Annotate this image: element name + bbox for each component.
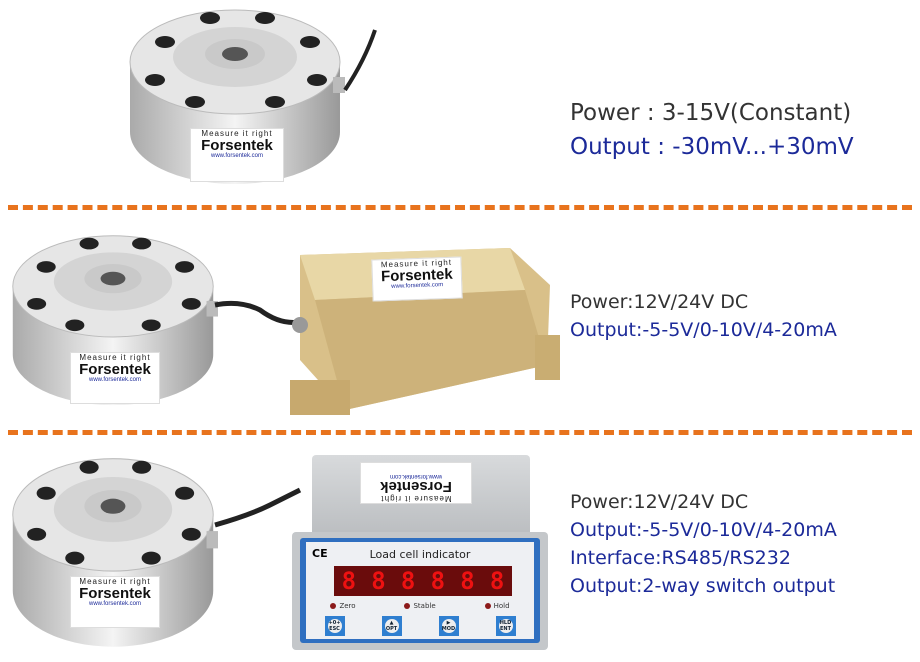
led-stable: Stable [404,602,435,610]
load-cell-2 [8,228,220,408]
output-spec: Output : -30mV...+30mV [570,134,854,160]
power-spec: Power:12V/24V DC [570,291,749,313]
digit: 8 [341,567,357,595]
mod-key[interactable]: ▶MOD [438,616,459,636]
brand-label: Measure it right Forsentek www.forsentek… [190,128,284,182]
digit: 8 [460,567,475,595]
indicator-panel: CE Load cell indicator 8 8 8 8 8 8 Zero … [300,538,540,643]
divider [8,205,912,210]
key-top: ▲ [389,620,394,626]
brand-tagline: Measure it right [79,577,151,586]
brand-tagline: Measure it right [201,129,273,138]
output-spec: Output:-5-5V/0-10V/4-20mA [570,319,837,341]
brand-name: Forsentek [79,361,151,378]
power-spec: Power:12V/24V DC [570,491,749,513]
load-cell-1 [125,2,347,187]
digit: 8 [489,567,505,595]
key-top: HLD [499,620,512,626]
brand-url: www.forsentek.com [88,601,142,607]
spec-block-1: Power : 3-15V(Constant) Output : -30mV..… [570,96,854,164]
key-bottom: ESC [329,626,340,632]
output-spec: Output:-5-5V/0-10V/4-20mA [570,519,837,541]
key-bottom: ENT [499,626,511,632]
brand-tagline: Measure it right [380,494,452,503]
brand-label: Measure it right Forsentek www.forsentek… [70,576,160,628]
esc-key[interactable]: +0+ESC [324,616,345,636]
interface-spec: Interface:RS485/RS232 [570,547,791,569]
led-hold: Hold [485,602,510,610]
key-bottom: OPT [385,626,398,632]
brand-url: www.forsentek.com [88,377,142,383]
brand-tagline: Measure it right [79,353,151,362]
digit: 8 [400,567,416,595]
brand-name: Forsentek [79,585,151,602]
key-bottom: MOD [441,626,456,632]
led-zero: Zero [330,602,355,610]
key-top: ▶ [446,620,451,626]
spec-block-2: Power:12V/24V DC Output:-5-5V/0-10V/4-20… [570,288,837,344]
spec-block-3: Power:12V/24V DC Output:-5-5V/0-10V/4-20… [570,488,837,600]
opt-key[interactable]: ▲OPT [381,616,402,636]
digit: 8 [371,567,386,595]
brand-name: Forsentek [380,478,452,495]
switch-output-spec: Output:2-way switch output [570,575,836,597]
brand-label: Measure it right Forsentek www.forsentek… [70,352,160,404]
brand-url: www.forsentek.com [389,473,443,479]
brand-label: Measure it right Forsentek www.forsentek… [371,256,463,302]
divider [8,430,912,435]
brand-url: www.forsentek.com [210,153,264,159]
power-spec: Power : 3-15V(Constant) [570,100,852,126]
digit: 8 [430,567,446,595]
ce-mark: CE [312,547,328,560]
brand-name: Forsentek [201,137,273,154]
brand-name: Forsentek [380,265,453,286]
indicator-title: Load cell indicator [369,548,471,561]
led-display: 8 8 8 8 8 8 [334,566,512,596]
key-top: +0+ [328,620,341,626]
brand-label-inverted: Measure it right Forsentek www.forsentek… [360,462,472,504]
amplifier-box [290,248,560,415]
